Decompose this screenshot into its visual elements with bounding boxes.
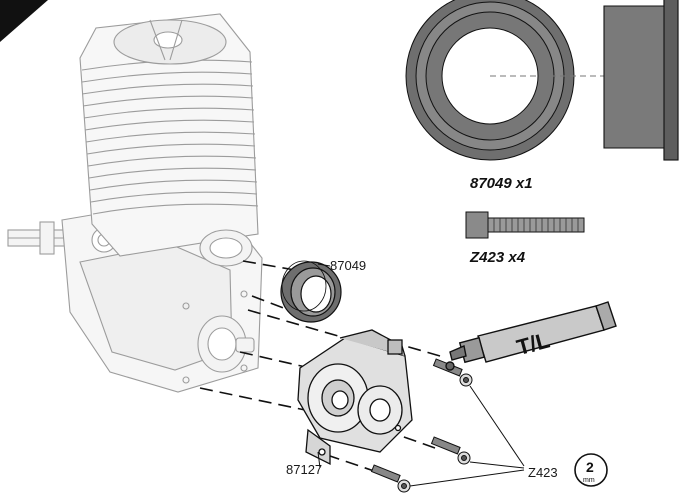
cylinder	[79, 13, 259, 257]
callout-back-plate: 87127	[286, 462, 322, 477]
engine-drawing	[7, 13, 263, 393]
bearing-holder-part	[280, 260, 342, 323]
parts-bearing-holder-side	[603, 0, 679, 161]
callout-bearing-holder: 87049	[330, 258, 366, 273]
bearing-holder-qty: 87049 x1	[470, 175, 533, 192]
threadlock-tube	[445, 301, 617, 371]
step-corner-marker	[0, 0, 48, 42]
hex-tool-unit: mm	[583, 477, 595, 484]
hex-tool-badge: 2 mm	[574, 453, 608, 487]
screw-qty: Z423 x4	[469, 249, 526, 266]
hex-tool-size: 2	[586, 459, 594, 475]
crank-collet	[39, 221, 55, 255]
back-plate-part	[297, 329, 413, 466]
screw-middle	[430, 436, 471, 465]
screw-bottom	[370, 464, 411, 493]
bearing-holder-leader	[317, 263, 331, 267]
z423-leader-lines	[409, 385, 525, 487]
parts-screw	[465, 211, 585, 239]
parts-bearing-holder-front	[405, 0, 575, 161]
callout-screws: Z423	[528, 465, 558, 480]
back-plate-leader	[317, 451, 321, 469]
